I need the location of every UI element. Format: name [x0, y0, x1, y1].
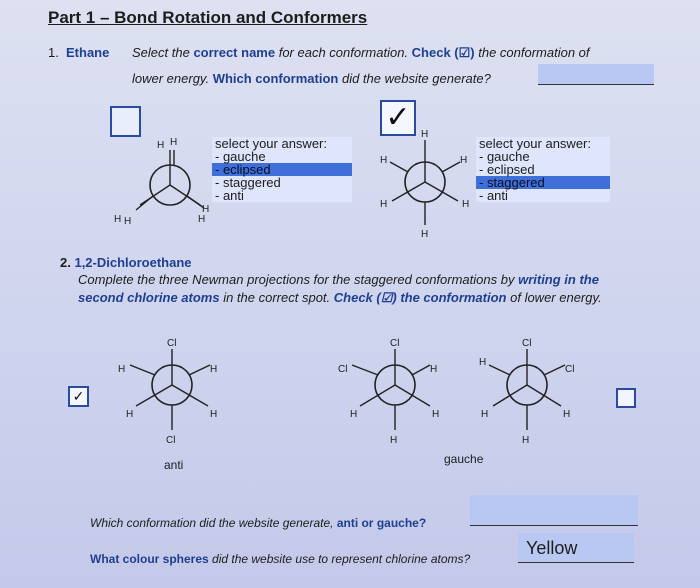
- q1-line2-b: Which conformation: [212, 71, 339, 86]
- q2-line2-d: of lower energy.: [506, 290, 602, 305]
- q1-instruction-line1: Select the correct name for each conform…: [132, 45, 590, 61]
- stg-h-ll: H: [380, 199, 387, 210]
- g2-h-bottom: H: [522, 435, 529, 446]
- g1-cl-left: Cl: [338, 364, 347, 375]
- ethane-staggered-newman: H H H H H H: [380, 129, 469, 240]
- anti-h-ur: H: [210, 364, 217, 375]
- ethane-eclipsed-newman: H H H H H H: [114, 137, 209, 227]
- g2-h-ll: H: [481, 409, 488, 420]
- anti-cl-top: Cl: [167, 338, 176, 349]
- dce-newman-anti: Cl H H H H Cl: [118, 338, 217, 446]
- ecl-h5: H: [202, 204, 209, 215]
- g1-h-ll: H: [350, 409, 357, 420]
- q2-line1-b: writing in the: [518, 272, 599, 287]
- q1-text-c: for each conformation.: [275, 45, 412, 60]
- q1-line2-c: did the website generate?: [338, 71, 491, 86]
- q1-text-e: the conformation of: [474, 45, 590, 60]
- stg-h-ur: H: [460, 155, 467, 166]
- anti-h-ll: H: [126, 409, 133, 420]
- page-title: Part 1 – Bond Rotation and Conformers: [48, 8, 368, 27]
- stg-h-ul: H: [380, 155, 387, 166]
- right-option-anti[interactable]: - anti: [479, 188, 508, 203]
- g2-h-lr: H: [563, 409, 570, 420]
- left-option-anti[interactable]: - anti: [215, 188, 244, 203]
- stg-h-bottom: H: [421, 229, 428, 240]
- gauche-conformation-checkbox[interactable]: [616, 388, 636, 408]
- g1-h-bottom: H: [390, 435, 397, 446]
- right-option-gauche[interactable]: - gauche: [479, 149, 530, 164]
- ecl-h1: H: [157, 140, 164, 151]
- q4-text-b: did the website use to represent chlorin…: [208, 552, 471, 566]
- g2-cl-right: Cl: [565, 364, 574, 375]
- left-option-eclipsed[interactable]: - eclipsed: [212, 163, 352, 176]
- ecl-h6: H: [198, 214, 205, 225]
- q3-answer-field[interactable]: [470, 495, 638, 526]
- left-option-gauche[interactable]: - gauche: [215, 149, 266, 164]
- left-select-prompt: select your answer:: [215, 136, 327, 151]
- g1-h-lr: H: [432, 409, 439, 420]
- left-answer-list[interactable]: select your answer: - gauche - eclipsed …: [212, 137, 352, 202]
- right-select-prompt: select your answer:: [479, 136, 591, 151]
- ecl-h4: H: [124, 216, 131, 227]
- q2-label: 1,2-Dichloroethane: [74, 255, 192, 270]
- q1-generated-answer-field[interactable]: [538, 64, 654, 85]
- anti-conformation-checkbox[interactable]: ✓: [68, 386, 89, 407]
- q1-label: Ethane: [66, 45, 110, 60]
- g1-h-ur: H: [430, 364, 437, 375]
- dce-newman-gauche-1: Cl Cl H H H H: [338, 338, 439, 446]
- q1-number: 1.: [48, 45, 59, 60]
- anti-h-lr: H: [210, 409, 217, 420]
- dce-newman-gauche-2: Cl H Cl H H H: [479, 338, 574, 446]
- gauche-label: gauche: [444, 452, 484, 466]
- anti-h-ul: H: [118, 364, 125, 375]
- q2-line2-a: second chlorine atoms: [78, 290, 220, 305]
- q1-text-b: correct name: [193, 45, 276, 60]
- ecl-h3: H: [114, 214, 121, 225]
- right-option-eclipsed[interactable]: - eclipsed: [479, 162, 535, 177]
- left-conformation-checkbox[interactable]: [110, 106, 141, 137]
- g1-cl-top: Cl: [390, 338, 399, 349]
- q2-number: 2.: [60, 255, 71, 270]
- g2-cl-top: Cl: [522, 338, 531, 349]
- right-option-staggered[interactable]: - staggered: [476, 176, 610, 189]
- q2-instruction-line1: Complete the three Newman projections fo…: [78, 272, 599, 287]
- q2-line1-a: Complete the three Newman projections fo…: [78, 272, 519, 287]
- g2-h-ul: H: [479, 357, 486, 368]
- stg-h-lr: H: [462, 199, 469, 210]
- anti-cl-bottom: Cl: [166, 435, 175, 446]
- left-option-staggered[interactable]: - staggered: [215, 175, 281, 190]
- right-conformation-checkbox[interactable]: ✓: [380, 100, 416, 136]
- q1-instruction-line2: lower energy. Which conformation did the…: [132, 71, 491, 86]
- q4-text-a: What colour spheres: [90, 552, 209, 566]
- q3-text: Which conformation did the website gener…: [90, 516, 426, 530]
- q1-text-a: Select the: [132, 45, 194, 60]
- q3-text-b: anti or gauche?: [336, 516, 427, 530]
- q1-text-d: Check (☑): [411, 45, 475, 60]
- right-answer-list[interactable]: select your answer: - gauche - eclipsed …: [476, 137, 610, 202]
- q2-line2-b: in the correct spot.: [219, 290, 334, 305]
- q4-text: What colour spheres did the website use …: [90, 552, 470, 566]
- q2-heading: 2. 1,2-Dichloroethane: [60, 255, 192, 270]
- q4-answer-field[interactable]: Yellow: [518, 533, 634, 563]
- q2-line2-c: Check (☑) the conformation: [333, 290, 507, 305]
- q2-instruction-line2: second chlorine atoms in the correct spo…: [78, 290, 602, 306]
- ecl-h2: H: [170, 137, 177, 148]
- q1-line2-a: lower energy.: [132, 71, 213, 86]
- q3-text-a: Which conformation did the website gener…: [90, 516, 337, 530]
- anti-label: anti: [164, 458, 184, 472]
- stg-h-top: H: [421, 129, 428, 140]
